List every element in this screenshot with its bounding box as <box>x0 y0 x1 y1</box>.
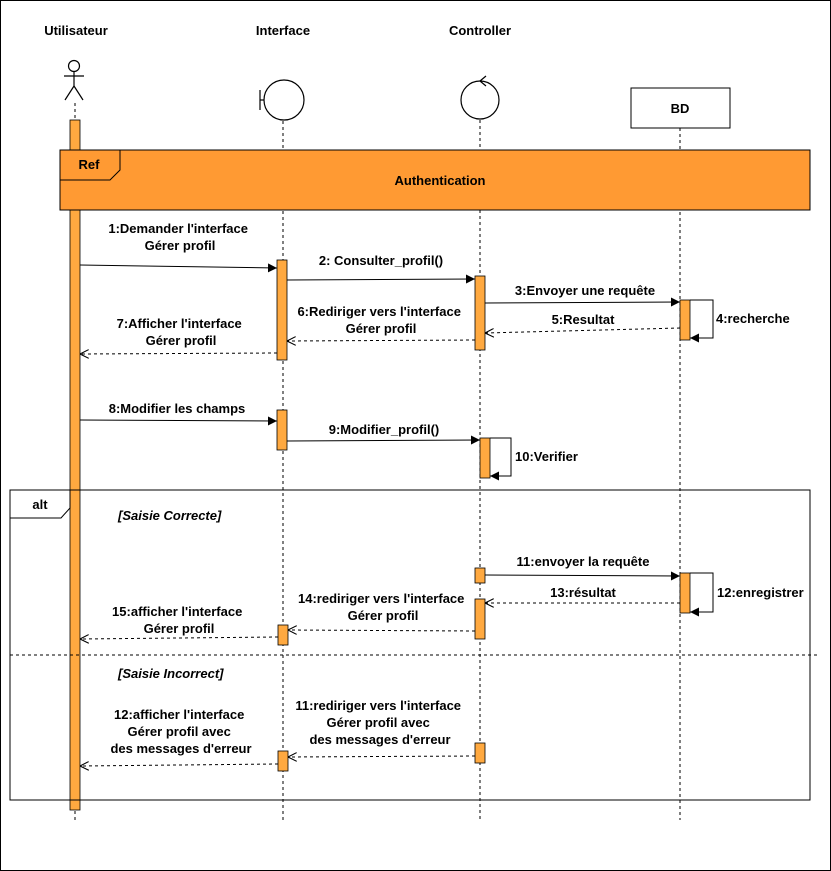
participant-db-box <box>630 87 731 129</box>
activation-interface-1 <box>276 259 288 361</box>
msg-m12b: 12:afficher l'interface Gérer profil ave… <box>110 707 251 756</box>
activation-interface-4 <box>277 750 289 772</box>
activation-controller-2 <box>479 437 491 479</box>
activation-controller-1 <box>474 275 486 351</box>
arrow-m8 <box>79 416 278 426</box>
arrow-m5 <box>485 327 681 333</box>
participant-user-label: Utilisateur <box>44 23 108 38</box>
arrow-m14 <box>288 630 476 631</box>
arrow-m6 <box>287 340 476 341</box>
msg-m8: 8:Modifier les champs <box>109 401 246 416</box>
activation-db-2 <box>679 572 691 614</box>
msg-m13: 13:résultat <box>550 585 616 600</box>
ref-tab <box>60 149 121 181</box>
arrow-m2 <box>286 274 476 284</box>
msg-m3: 3:Envoyer une requête <box>515 283 655 298</box>
msg-m6: 6:Rediriger vers l'interface Gérer profi… <box>297 304 464 336</box>
activation-user <box>69 119 81 811</box>
ref-label: Ref <box>79 157 101 172</box>
activation-interface-2 <box>276 409 288 451</box>
alt-guard-correct: [Saisie Correcte] <box>117 508 222 523</box>
participant-controller-label: Controller <box>449 23 511 38</box>
arrow-m7 <box>80 353 278 354</box>
arrow-m15 <box>80 637 279 639</box>
msg-m7: 7:Afficher l'interface Gérer profil <box>117 316 246 348</box>
msg-m15: 15:afficher l'interface Gérer profil <box>112 604 246 636</box>
arrow-m10 <box>490 437 512 481</box>
boundary-icon <box>259 79 305 121</box>
msg-m1: 1:Demander l'interface Gérer profil <box>108 221 251 253</box>
arrow-m12 <box>690 572 714 617</box>
participant-interface-label: Interface <box>256 23 310 38</box>
message-arrows <box>79 263 714 766</box>
alt-guard-incorrect: [Saisie Incorrect] <box>117 666 224 681</box>
control-icon <box>460 75 500 120</box>
msg-m12: 12:enregistrer <box>717 585 804 600</box>
alt-label: alt <box>32 497 48 512</box>
msg-m11: 11:envoyer la requête <box>517 554 650 569</box>
activation-controller-3 <box>474 567 486 584</box>
ref-frame <box>59 149 811 211</box>
alt-tab <box>10 489 71 519</box>
actor-icon <box>64 59 84 101</box>
arrow-m1 <box>79 263 278 273</box>
msg-m2: 2: Consulter_profil() <box>319 253 443 268</box>
arrow-m12b <box>80 764 279 766</box>
ref-title: Authentication <box>395 173 486 188</box>
arrow-m11b <box>288 756 476 757</box>
alt-frame <box>9 489 811 801</box>
msg-m9: 9:Modifier_profil() <box>329 422 440 437</box>
msg-m5: 5:Resultat <box>552 312 616 327</box>
participant-db-label: BD <box>671 101 690 116</box>
msg-m4: 4:recherche <box>716 311 790 326</box>
activation-controller-4 <box>474 598 486 640</box>
arrow-m3 <box>484 297 681 307</box>
activation-controller-5 <box>474 742 486 764</box>
arrow-m9 <box>286 435 481 445</box>
activation-interface-3 <box>277 624 289 646</box>
arrow-m4 <box>690 299 714 343</box>
msg-m14: 14:rediriger vers l'interface Gérer prof… <box>298 591 468 623</box>
msg-m11b: 11:rediriger vers l'interface Gérer prof… <box>295 698 464 747</box>
activation-db-1 <box>679 299 691 341</box>
msg-m10: 10:Verifier <box>515 449 578 464</box>
arrow-m11 <box>484 571 681 581</box>
